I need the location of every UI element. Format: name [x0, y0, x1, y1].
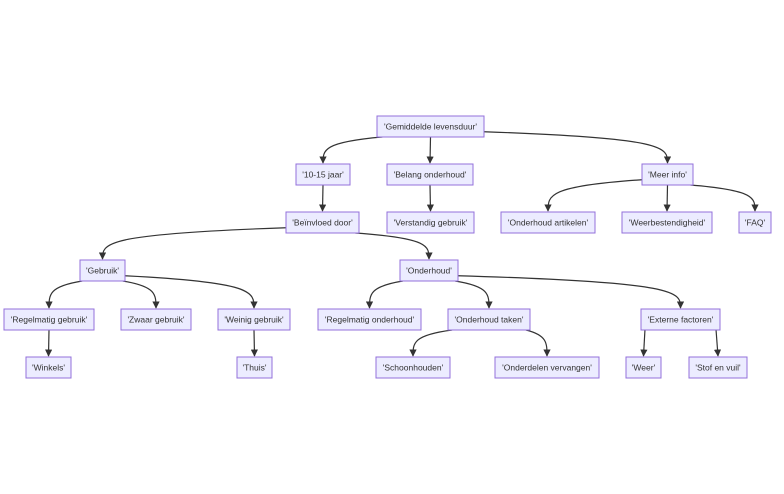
- node-l: 'Regelmatig gebruik': [3, 308, 95, 331]
- node-p: 'Onderhoud taken': [447, 308, 531, 331]
- node-h: 'Weerbestendigheid': [621, 211, 713, 234]
- node-u: 'Onderdelen vervangen': [494, 356, 600, 379]
- node-label: 'Zwaar gebruik': [127, 315, 184, 325]
- node-label: 'Weinig gebruik': [224, 315, 284, 325]
- edge-a-c: [426, 136, 434, 164]
- edge-q-w: [713, 329, 722, 357]
- node-c: 'Belang onderhoud': [386, 163, 474, 186]
- node-box: [621, 211, 713, 234]
- node-box: [120, 308, 192, 331]
- node-r: 'Winkels': [25, 356, 72, 379]
- node-n: 'Weinig gebruik': [217, 308, 291, 331]
- node-s: 'Thuis': [236, 356, 273, 379]
- node-box: [641, 163, 694, 186]
- node-label: 'Regelmatig gebruik': [11, 315, 88, 325]
- node-label: 'Externe factoren': [648, 315, 714, 325]
- node-box: [285, 211, 360, 234]
- node-box: [375, 356, 451, 379]
- edge-d-h: [663, 184, 671, 212]
- node-label: 'Weer': [632, 363, 656, 373]
- node-d: 'Meer info': [641, 163, 694, 186]
- node-label: 'Regelmatig onderhoud': [325, 315, 415, 325]
- edge-e-j: [98, 227, 287, 260]
- edge-a-d: [483, 131, 672, 164]
- edge-n-s: [250, 329, 258, 357]
- node-label: 'Onderhoud': [406, 266, 452, 276]
- edge-p-u: [525, 329, 551, 357]
- edge-k-p: [455, 280, 493, 309]
- edge-q-v: [640, 329, 648, 357]
- node-box: [3, 308, 95, 331]
- node-label: '10-15 jaar': [302, 170, 344, 180]
- node-j: 'Gebruik': [79, 259, 126, 282]
- node-box: [236, 356, 273, 379]
- node-box: [640, 308, 721, 331]
- node-label: 'Onderhoud artikelen': [508, 218, 589, 228]
- edge-k-o: [365, 280, 403, 309]
- node-k: 'Onderhoud': [399, 259, 459, 282]
- node-label: 'Meer info': [648, 170, 687, 180]
- node-box: [25, 356, 72, 379]
- node-box: [500, 211, 596, 234]
- edge-j-n: [124, 275, 258, 309]
- node-t: 'Schoonhouden': [375, 356, 451, 379]
- node-label: 'Thuis': [242, 363, 266, 373]
- node-label: 'Belang onderhoud': [394, 170, 467, 180]
- node-q: 'Externe factoren': [640, 308, 721, 331]
- node-label: 'Gebruik': [86, 266, 119, 276]
- node-g: 'Onderhoud artikelen': [500, 211, 596, 234]
- node-label: 'Stof en vuil': [695, 363, 741, 373]
- node-box: [295, 163, 351, 186]
- node-box: [494, 356, 600, 379]
- node-f: 'Verstandig gebruik': [386, 211, 475, 234]
- node-label: 'Verstandig gebruik': [394, 218, 468, 228]
- edge-c-f: [426, 184, 434, 212]
- node-w: 'Stof en vuil': [688, 356, 748, 379]
- node-e: 'Beïnvloed door': [285, 211, 360, 234]
- edge-d-g: [544, 179, 643, 212]
- node-box: [447, 308, 531, 331]
- node-box: [376, 115, 485, 138]
- node-label: 'FAQ': [745, 218, 766, 228]
- node-label: 'Weerbestendigheid': [629, 218, 706, 228]
- edge-a-b: [319, 136, 383, 164]
- node-box: [738, 211, 772, 234]
- node-label: 'Beïnvloed door': [292, 218, 353, 228]
- edge-l-r: [45, 329, 53, 357]
- edge-d-i: [690, 184, 759, 212]
- node-label: 'Gemiddelde levensduur': [384, 122, 477, 132]
- node-o: 'Regelmatig onderhoud': [317, 308, 422, 331]
- node-m: 'Zwaar gebruik': [120, 308, 192, 331]
- node-box: [317, 308, 422, 331]
- node-label: 'Onderdelen vervangen': [502, 363, 592, 373]
- node-box: [399, 259, 459, 282]
- edge-j-l: [45, 280, 83, 309]
- node-box: [217, 308, 291, 331]
- node-box: [79, 259, 126, 282]
- edge-e-k: [355, 232, 433, 260]
- node-box: [688, 356, 748, 379]
- node-box: [386, 163, 474, 186]
- node-a: 'Gemiddelde levensduur': [376, 115, 485, 138]
- edge-j-m: [122, 280, 160, 309]
- node-i: 'FAQ': [738, 211, 772, 234]
- node-b: '10-15 jaar': [295, 163, 351, 186]
- node-box: [386, 211, 475, 234]
- node-box: [625, 356, 662, 379]
- edge-k-q: [457, 275, 685, 309]
- edge-p-t: [409, 329, 453, 357]
- node-label: 'Winkels': [32, 363, 65, 373]
- node-v: 'Weer': [625, 356, 662, 379]
- node-label: 'Onderhoud taken': [455, 315, 524, 325]
- edge-b-e: [319, 184, 327, 212]
- node-label: 'Schoonhouden': [383, 363, 444, 373]
